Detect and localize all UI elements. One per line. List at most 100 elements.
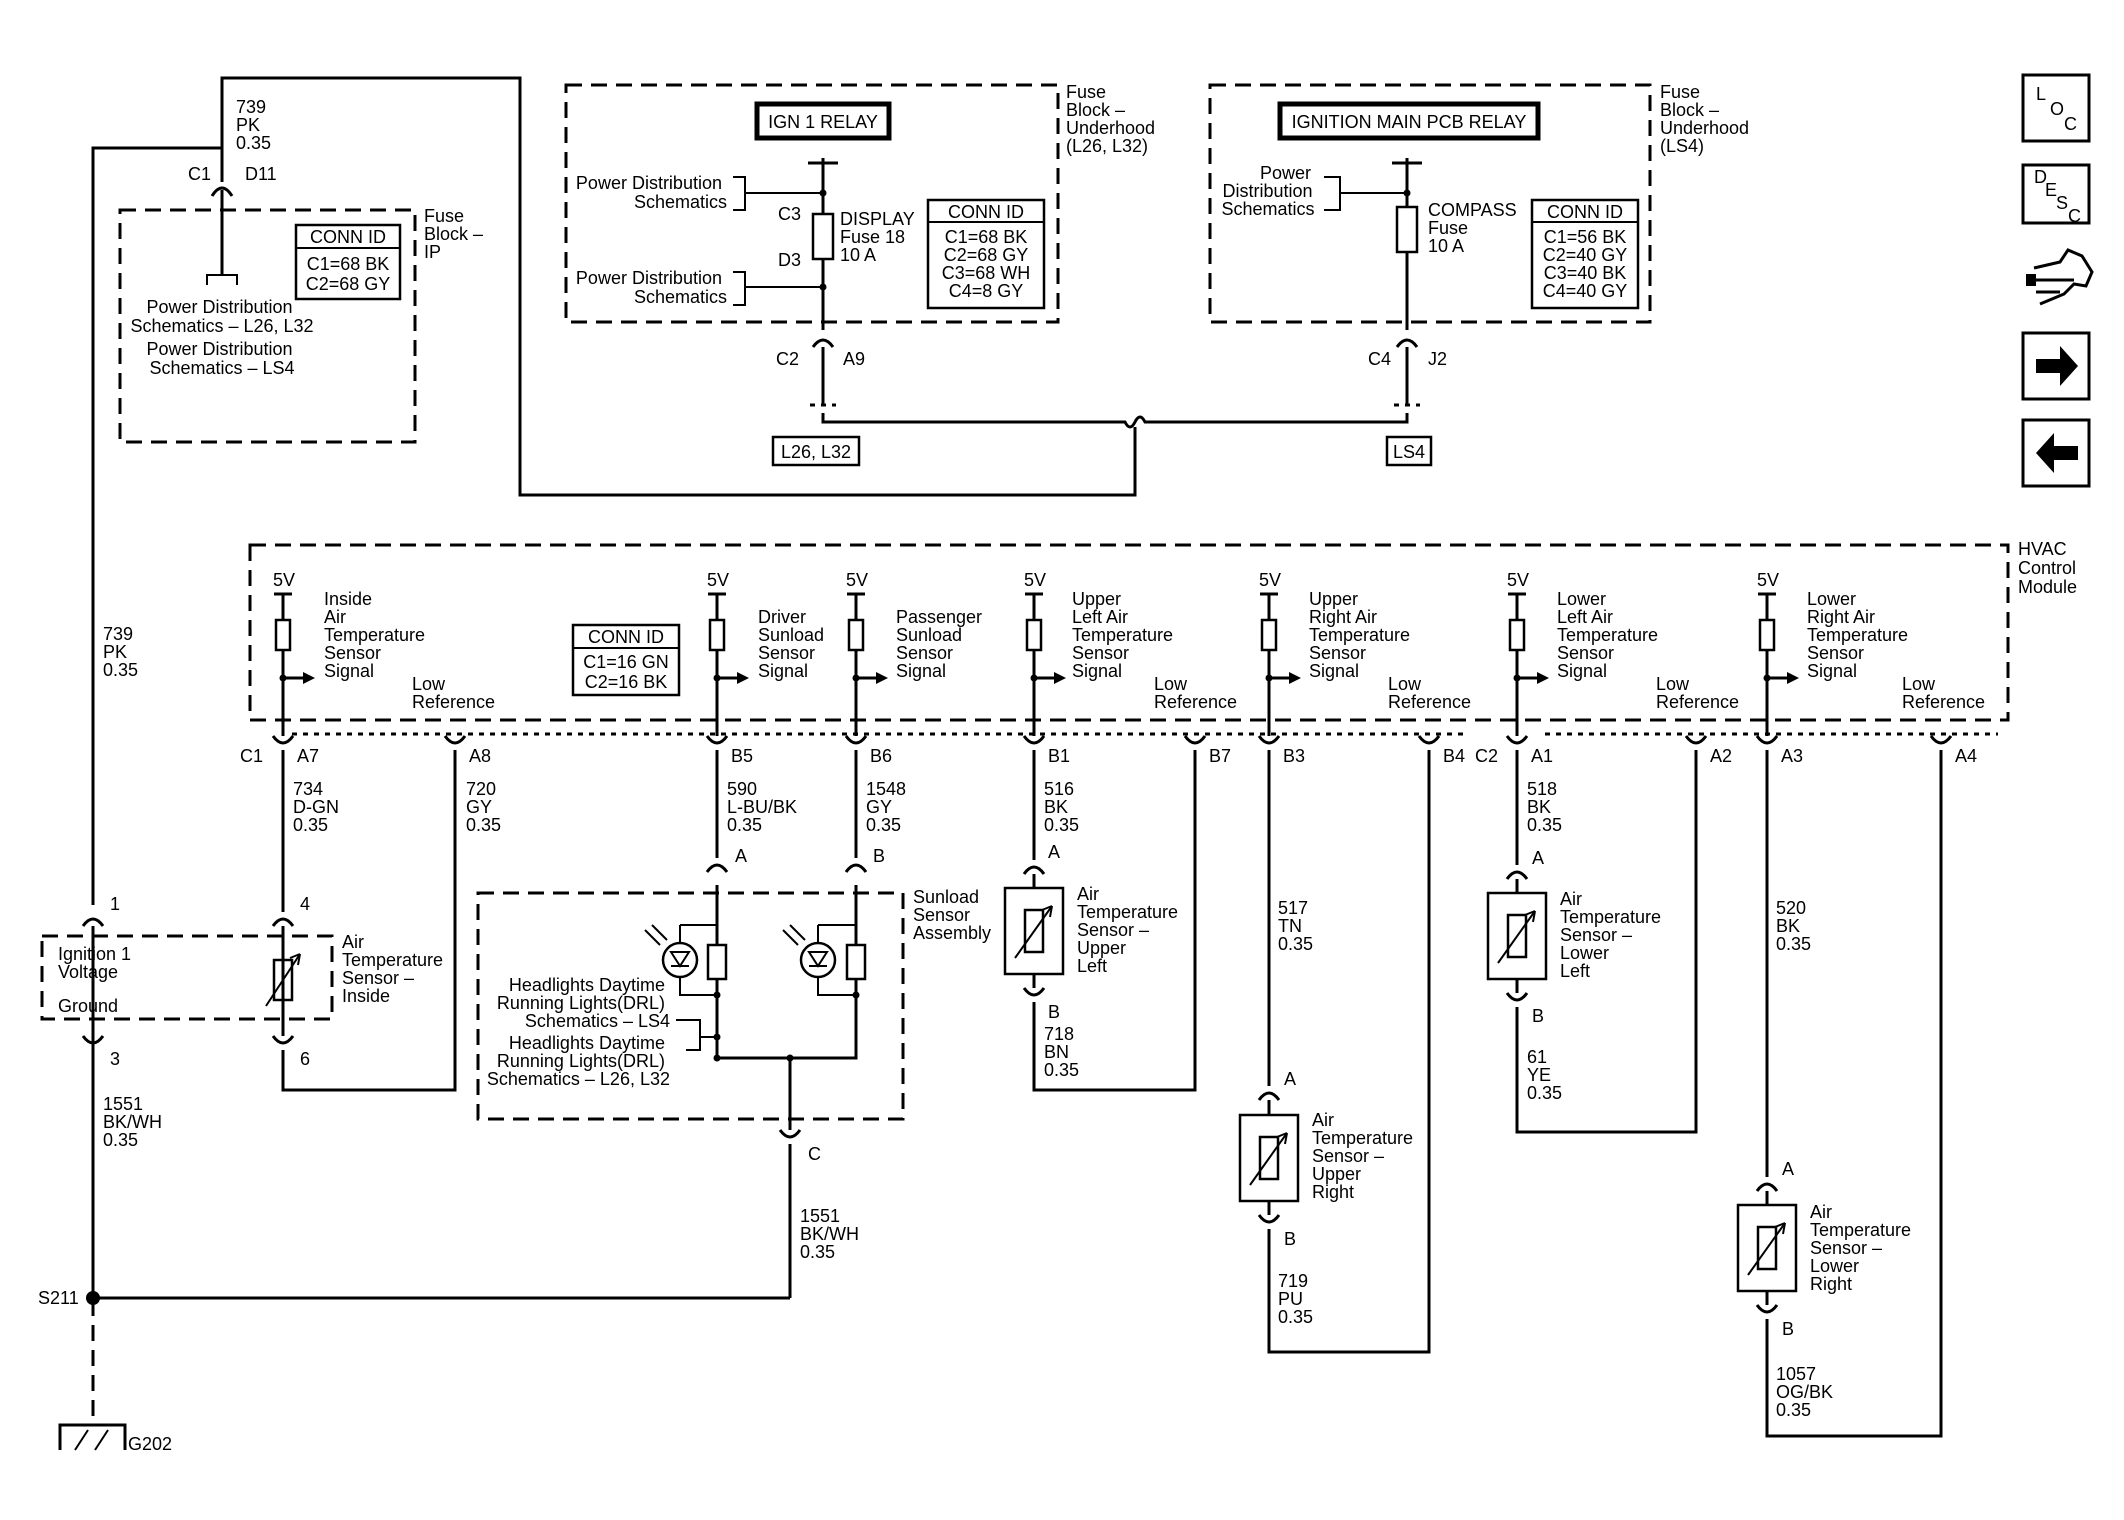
display-fuse-label: DISPLAY Fuse 18 10 A xyxy=(840,209,919,265)
hvac-c1: C1 xyxy=(240,746,263,766)
pullup-resistor xyxy=(1260,618,1278,652)
svg-text:A: A xyxy=(1532,848,1544,868)
svg-text:A: A xyxy=(1782,1159,1794,1179)
svg-text:C2: C2 xyxy=(776,349,799,369)
svg-text:CONN ID: CONN ID xyxy=(310,227,386,247)
pullup-resistor xyxy=(1508,618,1526,652)
nav-loc-button[interactable]: L O C xyxy=(2021,73,2091,143)
sunload-title: Sunload Sensor Assembly xyxy=(913,887,991,943)
sensor-lower-right: Air Temperature Sensor – Lower Right A B xyxy=(1736,1159,1911,1339)
arrow-left-icon[interactable] xyxy=(2021,418,2091,488)
nav-desc-button[interactable]: D E S C xyxy=(2021,163,2091,226)
svg-text:1: 1 xyxy=(110,894,120,914)
fuse-block-underhood-l26-title: Fuse Block – Underhood (L26, L32) xyxy=(1066,82,1160,156)
svg-text:CONN ID: CONN ID xyxy=(1547,202,1623,222)
svg-text:A9: A9 xyxy=(843,349,865,369)
v5-supply xyxy=(1025,592,1043,600)
svg-text:A: A xyxy=(1284,1069,1296,1089)
ign1-relay-label: IGN 1 RELAY xyxy=(768,112,878,132)
svg-text:A: A xyxy=(1048,842,1060,862)
svg-text:J2: J2 xyxy=(1428,349,1447,369)
conn-id-hvac: CONN ID C1=16 GN C2=16 BK xyxy=(571,623,681,697)
svg-text:C4=8 GY: C4=8 GY xyxy=(949,281,1024,301)
pullup-resistor xyxy=(847,618,865,652)
signal-arrow-icon xyxy=(303,672,315,684)
ignition-main-relay-label: IGNITION MAIN PCB RELAY xyxy=(1292,112,1527,132)
pullup-resistor xyxy=(1025,618,1043,652)
sensor-lower-left-label: Air Temperature Sensor – Lower Left xyxy=(1560,889,1666,981)
conn-id-uh1: CONN ID C1=68 BK C2=68 GY C3=68 WH C4=8 … xyxy=(926,198,1046,310)
sunload-sensor-assembly: Sunload Sensor Assembly Headlights Dayti… xyxy=(476,885,991,1121)
svg-text:E: E xyxy=(2045,180,2057,200)
svg-text:C1=56 BK: C1=56 BK xyxy=(1544,227,1627,247)
fuse-block-underhood-l26: Fuse Block – Underhood (L26, L32) IGN 1 … xyxy=(564,82,1160,330)
display-fuse xyxy=(811,212,835,261)
svg-text:A: A xyxy=(735,846,747,866)
pin-label: A8 xyxy=(469,746,491,766)
pin-label: A7 xyxy=(297,746,319,766)
svg-text:C3=40 BK: C3=40 BK xyxy=(1544,263,1627,283)
option-l26: L26, L32 xyxy=(781,442,851,462)
svg-text:B: B xyxy=(1284,1229,1296,1249)
svg-text:C2=16 BK: C2=16 BK xyxy=(585,672,668,692)
svg-text:CONN ID: CONN ID xyxy=(588,627,664,647)
svg-text:B: B xyxy=(1782,1319,1794,1339)
v5-supply xyxy=(847,592,865,600)
hvac-control-module: HVAC Control Module CONN ID C1=16 GN C2=… xyxy=(248,539,2077,722)
signal-arrow-icon xyxy=(1289,672,1301,684)
svg-text:C3=68 WH: C3=68 WH xyxy=(942,263,1031,283)
conn-id-uh2: CONN ID C1=56 BK C2=40 GY C3=40 BK C4=40… xyxy=(1530,198,1640,310)
svg-text:CONN ID: CONN ID xyxy=(948,202,1024,222)
svg-text:D3: D3 xyxy=(778,250,801,270)
svg-text:B: B xyxy=(873,846,885,866)
harness-icon[interactable] xyxy=(2026,248,2094,306)
sensor-lower-left: Air Temperature Sensor – Lower Left A B xyxy=(1486,848,1666,1026)
v5-label: 5V xyxy=(1259,570,1281,590)
sensor-upper-left: Air Temperature Sensor – Upper Left A B xyxy=(1003,842,1183,1022)
v5-supply xyxy=(708,592,726,600)
signal-arrow-icon xyxy=(876,672,888,684)
svg-text:C2=68 GY: C2=68 GY xyxy=(944,245,1029,265)
drl-l26-label: Headlights Daytime Running Lights(DRL) S… xyxy=(487,1033,670,1089)
svg-text:C2=68 GY: C2=68 GY xyxy=(306,274,391,294)
sensor-upper-left-label: Air Temperature Sensor – Upper Left xyxy=(1077,884,1183,976)
conn-id-ip: CONN ID C1=68 BK C2=68 GY xyxy=(294,223,402,301)
v5-supply xyxy=(274,592,292,600)
svg-text:C1=68 BK: C1=68 BK xyxy=(945,227,1028,247)
inside-sensor-label: Air Temperature Sensor – Inside xyxy=(342,932,448,1006)
splice-label: S211 xyxy=(38,1288,79,1308)
svg-text:B: B xyxy=(1532,1006,1544,1026)
option-ls4: LS4 xyxy=(1393,442,1425,462)
pin-label: B1 xyxy=(1048,746,1070,766)
pin-label: A3 xyxy=(1781,746,1803,766)
drl-ls4-label: Headlights Daytime Running Lights(DRL) S… xyxy=(497,975,670,1031)
svg-text:C: C xyxy=(2068,206,2081,226)
pin-label: B7 xyxy=(1209,746,1231,766)
pullup-resistor xyxy=(708,618,726,652)
power-distribution-1: Power Distribution Schematics xyxy=(576,173,727,212)
v5-supply xyxy=(1508,592,1526,600)
fuse-block-underhood-ls4: Fuse Block – Underhood (LS4) IGNITION MA… xyxy=(1208,82,1749,330)
sensor-upper-right-label: Air Temperature Sensor – Upper Right xyxy=(1312,1110,1418,1202)
fuse-block-ip: Fuse Block – IP CONN ID C1=68 BK C2=68 G… xyxy=(118,97,483,444)
svg-text:C: C xyxy=(2064,114,2077,134)
compass-fuse xyxy=(1395,205,1419,254)
arrow-right-icon[interactable] xyxy=(2021,331,2091,401)
pin-label: B4 xyxy=(1443,746,1465,766)
svg-text:C: C xyxy=(808,1144,821,1164)
wire-1551-left: 1551 BK/WH 0.35 xyxy=(103,1094,167,1150)
